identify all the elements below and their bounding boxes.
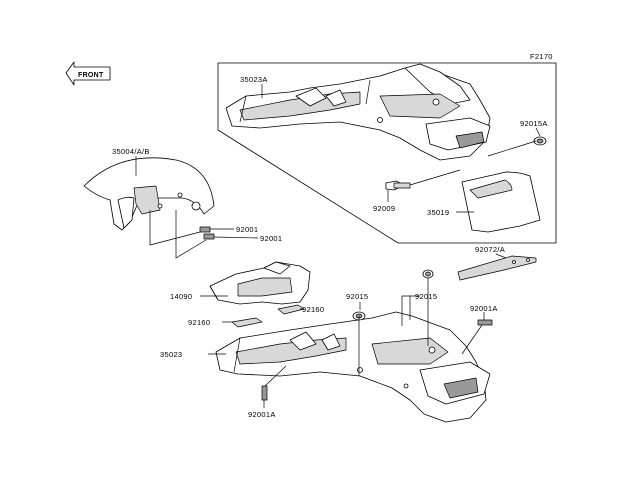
front-arrow: FRONT	[65, 61, 111, 86]
label-92001A-bottom: 92001A	[248, 410, 276, 419]
label-92015-left: 92015	[346, 292, 368, 301]
label-92001-b: 92001	[260, 234, 282, 243]
bolt-92001A-bottom	[261, 365, 287, 401]
pads-92160	[231, 304, 305, 328]
nut-92015-right	[422, 269, 434, 346]
front-label: FRONT	[78, 72, 104, 79]
bracket-92072	[457, 255, 537, 281]
label-35023A: 35023A	[240, 75, 268, 84]
bolt-92009	[385, 169, 461, 191]
rear-fender-upper	[225, 63, 491, 161]
label-92015A: 92015A	[520, 119, 548, 128]
label-92072: 92072/A	[475, 245, 505, 254]
label-92009: 92009	[373, 204, 395, 213]
label-35004: 35004/A/B	[112, 147, 150, 156]
label-35023: 35023	[160, 350, 182, 359]
bolt-92001A-right	[461, 319, 493, 355]
undertray-14090	[209, 261, 311, 305]
nut-92015A	[487, 136, 547, 157]
label-14090: 14090	[170, 292, 192, 301]
upper-assembly-frame	[217, 62, 557, 244]
leader-lines	[135, 84, 541, 408]
label-92160-b: 92160	[188, 318, 210, 327]
figure-code: F2170	[530, 52, 553, 61]
nut-92015-left	[352, 311, 366, 376]
label-92001-a: 92001	[236, 225, 258, 234]
rear-mud-flap	[461, 171, 541, 233]
label-92015-right: 92015	[415, 292, 437, 301]
label-35019: 35019	[427, 208, 449, 217]
fender-bolts-92001	[149, 210, 259, 259]
label-92160-a: 92160	[302, 305, 324, 314]
rear-fender-lower	[215, 311, 491, 423]
front-fender	[83, 157, 215, 231]
label-92001A-right: 92001A	[470, 304, 498, 313]
